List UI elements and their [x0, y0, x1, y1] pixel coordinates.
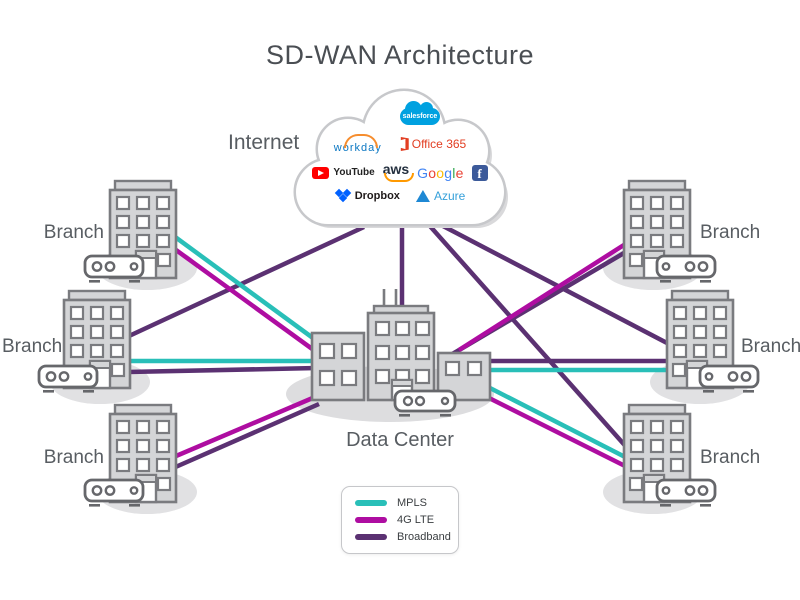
legend-chip-4g-lte: [355, 517, 387, 523]
aws-logo: aws: [383, 162, 415, 182]
office-icon: [400, 137, 409, 151]
diagram-title: SD-WAN Architecture: [265, 40, 535, 70]
link-broadband-mid-left-internet: [128, 224, 365, 339]
branch-label-top-right: Branch: [700, 222, 761, 243]
link-lte-bottom-left-dc: [168, 394, 316, 462]
legend-chip-broadband: [355, 534, 387, 540]
azure-icon: [415, 190, 430, 202]
branch-label-bottom-right: Branch: [700, 447, 761, 468]
link-broadband-mid-right-internet: [441, 224, 669, 345]
legend: MPLS 4G LTE Broadband: [341, 486, 459, 554]
link-broadband-mid-left-dc: [127, 365, 318, 375]
salesforce-logo: salesforce: [400, 101, 440, 125]
legend-item-mpls: MPLS: [354, 497, 458, 509]
legend-item-broadband: Broadband: [354, 531, 458, 543]
google-logo: Google: [417, 164, 464, 181]
link-mpls-bottom-right-dc: [486, 384, 631, 462]
branch-label-bottom-left: Branch: [43, 447, 104, 468]
data-center-router: [393, 389, 457, 417]
data-center-buildings: [310, 289, 492, 417]
youtube-play-icon: [312, 166, 330, 179]
facebook-logo: f: [471, 164, 488, 181]
workday-logo: workday: [334, 134, 382, 154]
link-lte-top-right-dc: [457, 241, 629, 352]
cloud-services: salesforce workday Office 365 YouTube aw…: [292, 94, 508, 222]
link-broadband-bottom-right-internet: [427, 223, 631, 452]
azure-logo: Azure: [415, 189, 465, 203]
legend-chip-mpls: [355, 500, 387, 506]
link-lte-top-left-dc: [163, 240, 317, 353]
branch-label-mid-left: Branch: [2, 336, 63, 357]
link-mpls-top-left-dc: [165, 229, 319, 343]
youtube-logo: YouTube: [312, 166, 375, 179]
dropbox-icon: [335, 190, 351, 203]
link-lte-bottom-right-dc: [483, 393, 633, 472]
branch-label-mid-right: Branch: [741, 336, 800, 357]
legend-item-4g-lte: 4G LTE: [354, 514, 458, 526]
office-365-logo: Office 365: [398, 137, 466, 151]
internet-label: Internet: [228, 131, 300, 154]
data-center-label: Data Center: [346, 429, 454, 451]
dropbox-logo: Dropbox: [335, 190, 400, 203]
link-broadband-bottom-left-dc: [170, 401, 320, 472]
branch-label-top-left: Branch: [43, 222, 104, 243]
